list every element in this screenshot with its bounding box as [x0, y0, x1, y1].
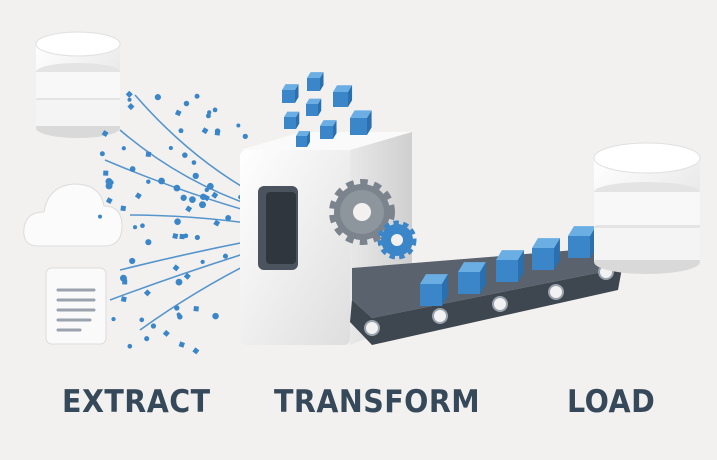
data-particle: [213, 219, 221, 227]
data-particle: [176, 312, 181, 317]
data-particle: [205, 113, 211, 119]
data-particle: [146, 179, 151, 184]
cube: [282, 84, 299, 103]
data-particle: [158, 177, 165, 185]
data-particle: [103, 170, 109, 176]
stage-label-load: LOAD: [567, 384, 656, 420]
cube: [458, 262, 486, 294]
data-particle: [222, 253, 229, 259]
data-particle: [150, 323, 157, 329]
data-particle: [129, 166, 136, 172]
data-particle: [125, 90, 133, 98]
data-particle: [192, 347, 200, 355]
cube: [350, 110, 372, 135]
data-particle: [98, 214, 103, 219]
cube: [568, 226, 596, 258]
data-particle: [178, 341, 185, 348]
cube: [532, 238, 560, 270]
data-particle: [192, 172, 199, 180]
data-particle: [189, 196, 196, 203]
data-particle: [143, 289, 151, 297]
data-particle: [111, 316, 116, 322]
data-particle: [173, 184, 181, 192]
data-particle: [120, 274, 127, 282]
data-particle: [180, 194, 187, 201]
data-particle: [212, 312, 219, 320]
data-particle: [204, 187, 209, 193]
data-particle: [175, 278, 183, 286]
data-particle: [212, 107, 218, 113]
conveyor-cubes: [420, 226, 596, 306]
data-particle: [172, 264, 180, 272]
gear-large-icon: [329, 179, 395, 245]
data-particle: [199, 201, 206, 209]
data-particle: [127, 343, 133, 349]
cube: [306, 98, 322, 116]
data-particle: [154, 94, 161, 101]
data-particle: [172, 233, 179, 240]
data-particle: [194, 234, 200, 241]
data-particle: [127, 103, 135, 111]
data-particle: [140, 223, 145, 229]
data-particle: [121, 146, 126, 151]
data-particle: [105, 197, 113, 204]
data-particle: [193, 305, 199, 312]
target-database-icon: [593, 142, 701, 274]
data-particle: [214, 130, 221, 136]
cube: [307, 72, 324, 91]
data-particle: [194, 93, 200, 99]
data-particle: [200, 259, 205, 264]
cube: [296, 131, 310, 147]
data-particle: [183, 272, 191, 280]
data-particle: [162, 329, 170, 337]
data-particle: [178, 128, 184, 134]
data-particle: [203, 194, 210, 202]
data-particle: [191, 160, 197, 165]
data-particle: [139, 317, 145, 323]
data-particle: [129, 257, 136, 265]
data-particle: [174, 109, 182, 117]
data-particle: [132, 225, 138, 230]
gear-small-icon: [377, 220, 417, 260]
data-particle: [185, 205, 193, 213]
data-particle: [182, 152, 188, 158]
data-particle: [145, 151, 152, 158]
cube: [420, 274, 448, 306]
data-particle: [242, 133, 248, 140]
cube: [496, 250, 524, 282]
data-particle: [168, 145, 173, 151]
data-particle: [174, 305, 180, 311]
data-particle: [206, 182, 214, 190]
data-particle: [201, 127, 209, 135]
source-document-icon: [45, 267, 107, 345]
transformed-cubes: [282, 72, 372, 147]
data-particle: [134, 192, 142, 200]
data-particle: [144, 336, 150, 342]
data-particle: [179, 233, 185, 240]
cube: [284, 111, 300, 129]
data-particle: [183, 100, 190, 107]
data-particle: [101, 130, 109, 138]
data-particle: [236, 123, 241, 128]
cube: [333, 85, 353, 107]
data-particle: [127, 97, 132, 102]
data-particle: [225, 215, 232, 221]
data-particle: [120, 205, 127, 212]
data-particle: [99, 151, 105, 157]
data-particle: [145, 239, 152, 246]
cube: [320, 120, 337, 139]
stage-label-extract: EXTRACT: [62, 384, 211, 420]
stage-label-transform: TRANSFORM: [274, 384, 481, 420]
source-cloud-icon: [23, 183, 123, 247]
data-particle: [211, 191, 219, 199]
data-particle: [120, 296, 127, 303]
data-particle: [174, 218, 181, 225]
source-database-icon: [35, 31, 121, 138]
data-particle: [105, 178, 113, 185]
